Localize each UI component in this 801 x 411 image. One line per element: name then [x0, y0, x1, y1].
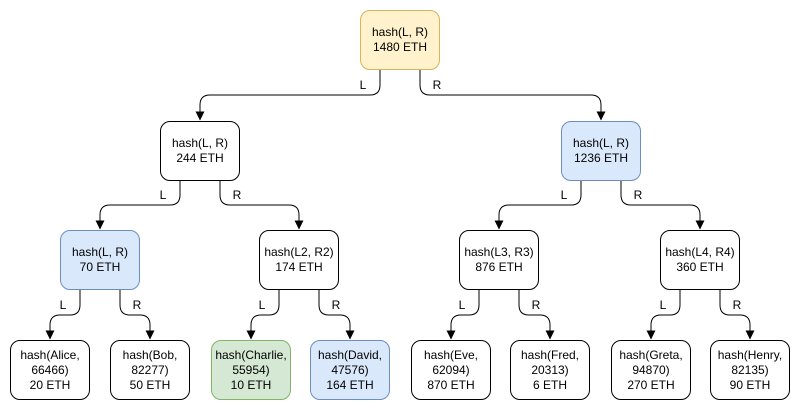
node-amount-label: 1236 ETH	[573, 151, 629, 165]
edge-root-left	[195, 70, 381, 121]
node-leaf-david: hash(David, 47576) 164 ETH	[310, 340, 390, 400]
node-hash-label: hash(L, R)	[572, 136, 630, 150]
node-leaf-eve: hash(Eve, 62094) 870 ETH	[411, 340, 491, 400]
edge-n3b-left	[246, 290, 280, 340]
node-amount-label: 6 ETH	[532, 377, 567, 392]
edge-label-root-l: L	[360, 78, 367, 92]
node-leaf-henry: hash(Henry, 82135) 90 ETH	[710, 340, 790, 400]
edge-label-n3d-l: L	[660, 298, 667, 312]
node-amount-label: 50 ETH	[129, 377, 171, 392]
edge-label-n3d-r: R	[733, 298, 742, 312]
node-amount-label: 20 ETH	[29, 377, 71, 392]
edge-n3c-right	[518, 290, 555, 340]
node-hash-label: hash(Greta, 94870)	[619, 347, 683, 377]
node-n2-right: hash(L, R) 1236 ETH	[561, 121, 641, 181]
edge-label-n3b-r: R	[332, 298, 341, 312]
edge-n3b-right	[318, 290, 355, 340]
edge-label-n3b-l: L	[259, 298, 266, 312]
node-hash-label: hash(L2, R2)	[264, 245, 334, 259]
node-amount-label: 90 ETH	[729, 377, 771, 392]
node-hash-label: hash(L3, R3)	[464, 245, 534, 259]
node-leaf-alice: hash(Alice, 66466) 20 ETH	[10, 340, 90, 400]
node-amount-label: 174 ETH	[275, 260, 323, 274]
edge-label-n3c-l: L	[459, 298, 466, 312]
node-hash-label: hash(Henry, 82135)	[717, 347, 783, 377]
node-amount-label: 870 ETH	[427, 377, 475, 392]
edge-n2r-left	[494, 180, 582, 230]
node-amount-label: 876 ETH	[475, 260, 523, 274]
edge-label-n3a-r: R	[133, 298, 142, 312]
edge-label-n2l-l: L	[160, 188, 167, 202]
node-amount-label: 360 ETH	[676, 260, 724, 274]
edge-n3d-left	[646, 290, 681, 340]
node-hash-label: hash(L4, R4)	[665, 245, 735, 259]
node-n3-d: hash(L4, R4) 360 ETH	[660, 230, 740, 290]
node-leaf-fred: hash(Fred, 20313) 6 ETH	[510, 340, 590, 400]
node-hash-label: hash(Fred, 20313)	[520, 347, 580, 377]
node-amount-label: 270 ETH	[627, 377, 675, 392]
edge-label-n2l-r: R	[233, 188, 242, 202]
edge-n3a-right	[119, 290, 155, 340]
edge-n3c-left	[446, 290, 480, 340]
edge-label-n2r-r: R	[634, 188, 643, 202]
node-leaf-charlie: hash(Charlie, 55954) 10 ETH	[211, 340, 291, 400]
edge-root-right	[419, 70, 606, 121]
node-amount-label: 244 ETH	[176, 151, 224, 165]
edge-label-root-r: R	[433, 78, 442, 92]
node-hash-label: hash(L, R)	[171, 136, 229, 150]
edge-label-n3a-l: L	[60, 298, 67, 312]
node-hash-label: hash(David, 47576)	[317, 347, 383, 377]
node-leaf-bob: hash(Bob, 82277) 50 ETH	[110, 340, 190, 400]
node-hash-label: hash(L, R)	[371, 25, 429, 39]
edge-n2l-left	[95, 180, 181, 230]
edge-n3d-right	[719, 290, 755, 340]
node-n3-a: hash(L, R) 70 ETH	[60, 230, 140, 290]
node-hash-label: hash(L, R)	[71, 245, 129, 259]
edge-label-n3c-r: R	[532, 298, 541, 312]
node-n3-c: hash(L3, R3) 876 ETH	[459, 230, 539, 290]
node-hash-label: hash(Alice, 66466)	[20, 347, 80, 377]
node-hash-label: hash(Eve, 62094)	[423, 347, 479, 377]
node-leaf-greta: hash(Greta, 94870) 270 ETH	[611, 340, 691, 400]
node-hash-label: hash(Charlie, 55954)	[215, 347, 287, 377]
node-n2-left: hash(L, R) 244 ETH	[160, 121, 240, 181]
node-amount-label: 10 ETH	[230, 377, 272, 392]
node-amount-label: 1480 ETH	[372, 40, 428, 54]
node-amount-label: 164 ETH	[326, 377, 374, 392]
edge-n2l-right	[219, 180, 304, 230]
edge-label-n2r-l: L	[561, 188, 568, 202]
edge-n3a-left	[45, 290, 81, 340]
edge-n2r-right	[620, 180, 705, 230]
node-amount-label: 70 ETH	[79, 260, 121, 274]
node-root: hash(L, R) 1480 ETH	[360, 10, 440, 70]
node-hash-label: hash(Bob, 82277)	[122, 347, 178, 377]
node-n3-b: hash(L2, R2) 174 ETH	[259, 230, 339, 290]
